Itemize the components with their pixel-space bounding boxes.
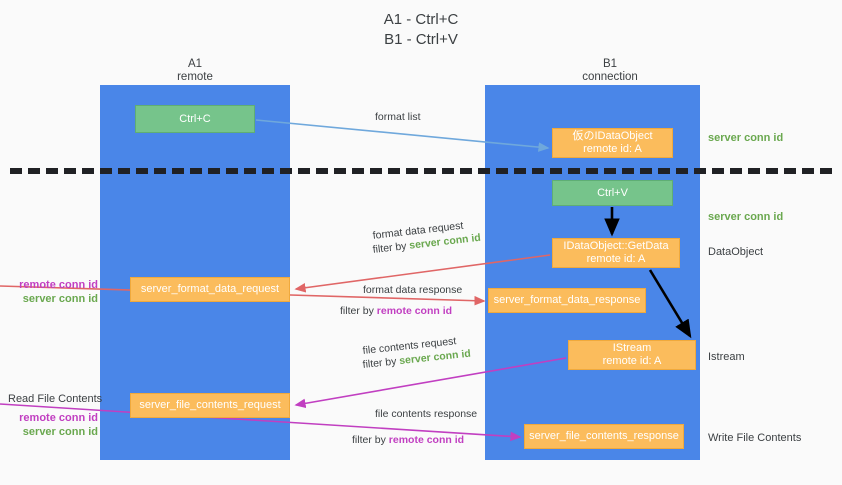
filter-remote-conn-id-2: remote conn id [388,434,465,446]
filter-by-prefix-3: filter by [362,355,400,371]
lane-header-b1: B1 connection [545,58,675,84]
box-server-format-data-response-label: server_format_data_response [493,294,641,306]
box-ctrl-c[interactable]: Ctrl+C [135,105,255,133]
box-istream-line1: IStream [612,342,652,354]
phase-separator-dashed-line [10,168,832,174]
box-server-file-contents-request[interactable]: server_file_contents_request [130,393,290,418]
filter-by-prefix-1: filter by [372,239,411,256]
box-getdata-line1: IDataObject::GetData [563,240,669,252]
label-server-conn-id-file: server conn id [22,426,98,438]
edge-label-format-list: format list [375,111,421,123]
label-conn-ids-format: remote conn id server conn id [8,278,98,306]
label-server-conn-id-format: server conn id [22,293,98,305]
box-istream-line2: remote id: A [602,355,662,367]
title-line-1: A1 - Ctrl+C [383,11,459,28]
label-conn-ids-file: remote conn id server conn id [8,411,98,439]
lane-header-a1-role: remote [177,71,213,83]
edge-label-format-data-response-filter: filter by remote conn id [340,304,452,318]
label-read-file-contents: Read File Contents [8,393,103,405]
box-server-file-contents-response-label: server_file_contents_response [529,430,679,442]
label-dataobject: DataObject [708,246,764,258]
box-getdata-line2: remote id: A [586,253,646,265]
box-ctrl-v-label: Ctrl+V [597,186,628,199]
filter-by-prefix-2: filter by [340,305,377,317]
label-remote-conn-id-format: remote conn id [19,279,98,291]
lane-header-b1-role: connection [582,71,638,83]
box-server-format-data-request[interactable]: server_format_data_request [130,277,290,302]
edge-label-file-contents-response-filter: filter by remote conn id [352,433,464,447]
box-server-file-contents-request-label: server_file_contents_request [139,399,281,411]
box-istream[interactable]: IStream remote id: A [568,340,696,370]
box-idataobject[interactable]: 仮のIDataObject remote id: A [552,128,673,158]
title-line-2: B1 - Ctrl+V [384,31,458,48]
box-ctrl-v[interactable]: Ctrl+V [552,180,673,206]
label-server-conn-id-mid: server conn id [708,211,784,223]
edge-label-format-data-response: format data response [363,284,463,296]
label-write-file-contents: Write File Contents [708,432,802,444]
page-title: A1 - Ctrl+C B1 - Ctrl+V [0,10,842,50]
box-server-file-contents-response[interactable]: server_file_contents_response [524,424,684,449]
box-server-format-data-response[interactable]: server_format_data_response [488,288,646,313]
lane-header-a1: A1 remote [130,58,260,84]
filter-by-prefix-4: filter by [352,434,389,446]
lane-header-a1-name: A1 [187,58,203,70]
box-idataobject-line1: 仮のIDataObject [572,130,653,142]
label-remote-conn-id-file: remote conn id [19,412,98,424]
box-server-format-data-request-label: server_format_data_request [140,283,280,295]
label-istream: Istream [708,351,745,363]
edge-label-file-contents-response: file contents response [375,408,478,420]
filter-remote-conn-id-1: remote conn id [376,305,453,317]
box-idataobject-line2: remote id: A [583,143,642,155]
box-idataobject-getdata[interactable]: IDataObject::GetData remote id: A [552,238,680,268]
lane-header-b1-name: B1 [602,58,618,70]
label-server-conn-id-top: server conn id [708,132,784,144]
box-ctrl-c-label: Ctrl+C [179,112,211,125]
